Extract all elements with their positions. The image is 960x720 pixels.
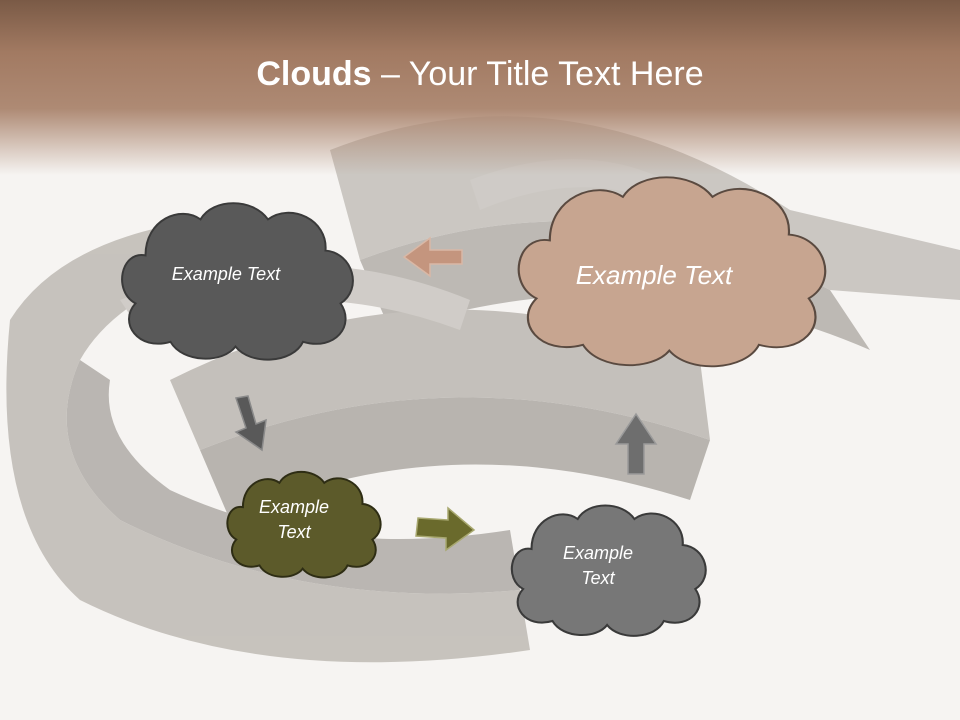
page-title: Clouds – Your Title Text Here: [0, 55, 960, 94]
title-rest: Your Title Text Here: [408, 55, 704, 93]
arrow-down-icon: [234, 395, 267, 452]
cloud-1-label: Example Text: [138, 250, 314, 300]
cloud-3-text-line1: Example: [258, 496, 330, 517]
title-separator: –: [371, 55, 409, 93]
cloud-4-text-line1: Example: [562, 542, 634, 563]
cloud-4-label: Example Text: [520, 534, 676, 598]
arrow-left-icon: [402, 236, 463, 278]
cloud-4-text-line2: Text: [581, 568, 615, 588]
cloud-3-text-line2: Text: [277, 522, 311, 542]
cloud-2-label: Example Text: [540, 250, 768, 300]
cloud-1-text: Example Text: [171, 264, 281, 285]
header-band: [0, 0, 960, 175]
cloud-3-label: Example Text: [230, 488, 358, 552]
arrow-right-icon: [415, 506, 476, 552]
arrow-up-icon: [614, 412, 658, 475]
cloud-2-text: Example Text: [575, 259, 733, 290]
title-bold: Clouds: [256, 55, 372, 93]
